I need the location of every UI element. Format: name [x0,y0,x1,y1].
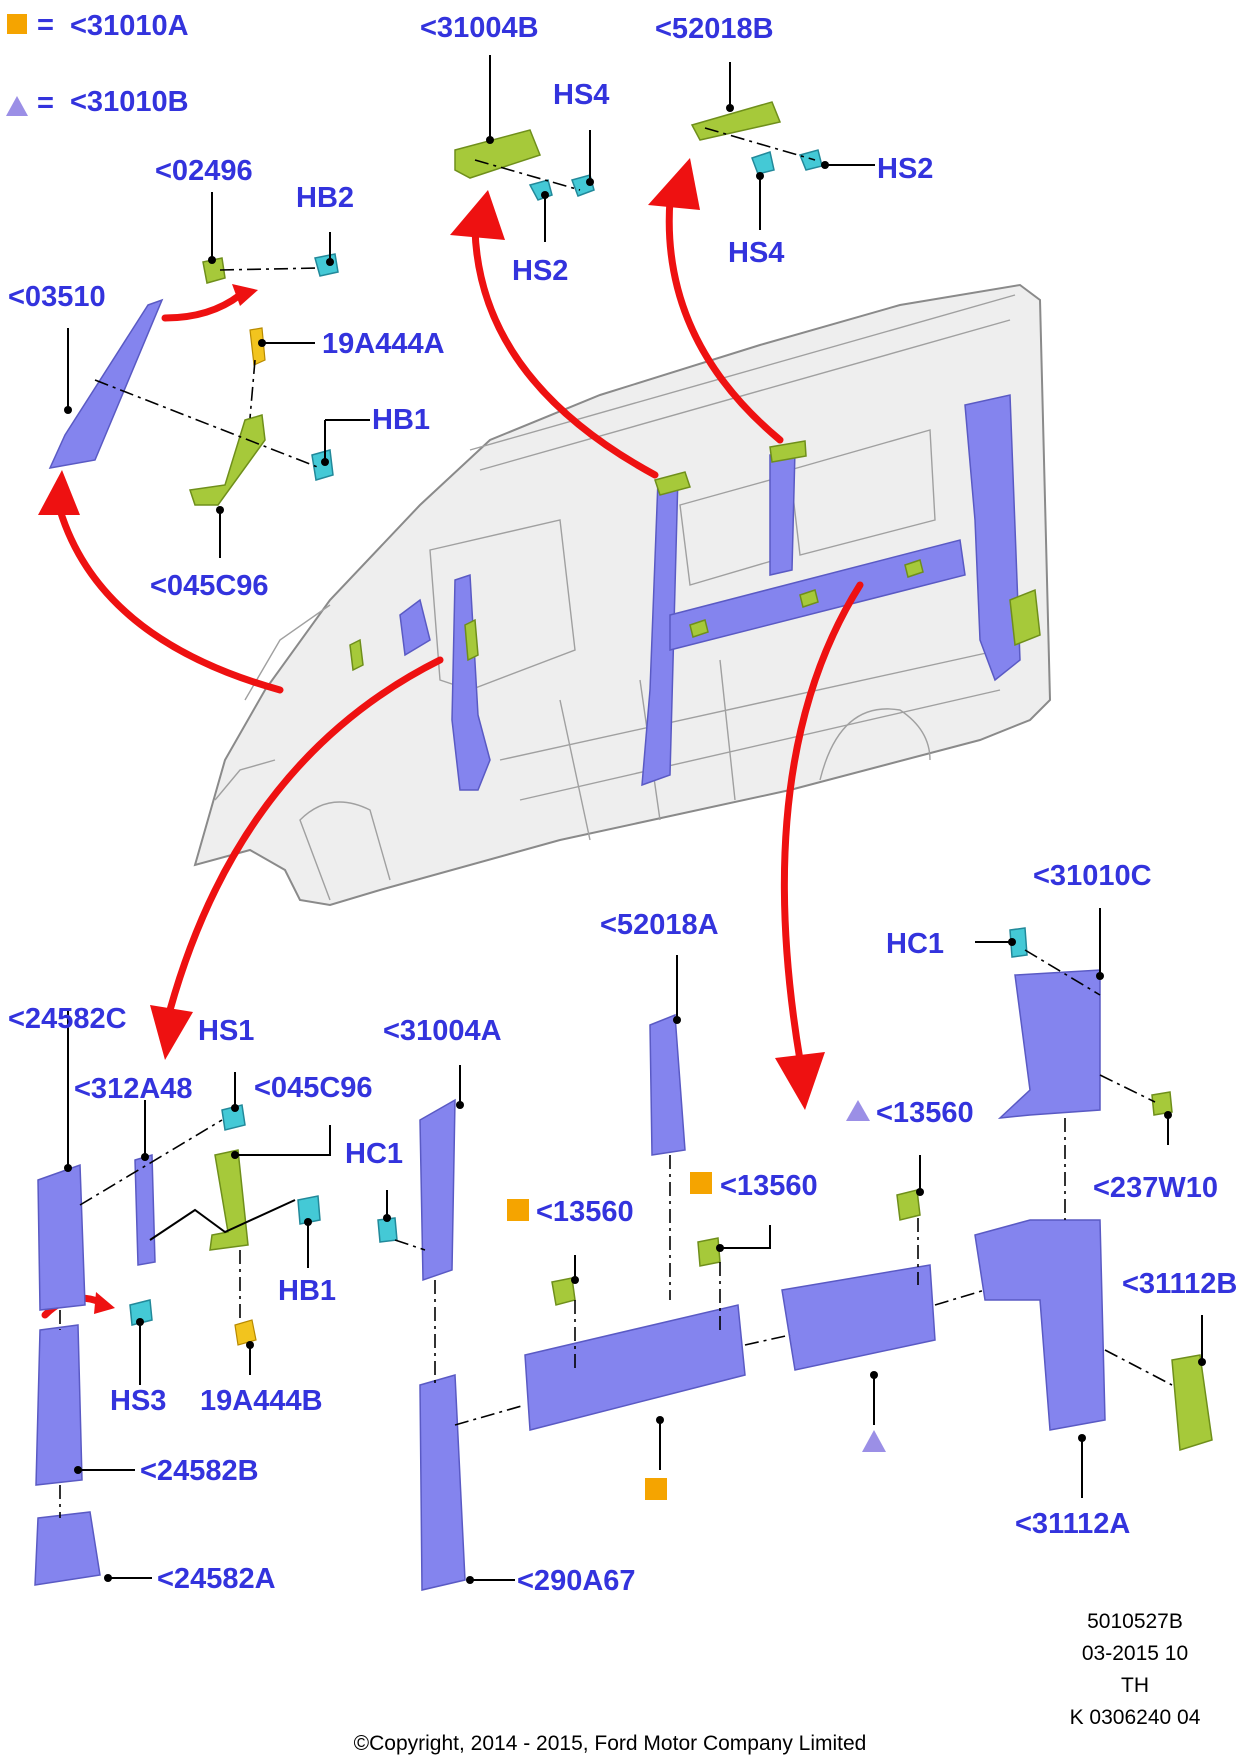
label-HS4-top-right: HS4 [728,237,784,269]
part-rail-left [524,1304,746,1431]
drawing-date: 03-2015 10 [1082,1642,1188,1665]
label-13560-right: <13560 [876,1097,974,1129]
part-045C96-bottom [209,1149,249,1251]
label-312A48: <312A48 [74,1073,193,1105]
marker-square-icon [645,1478,667,1500]
arrow-to-24582C [166,656,444,1014]
label-HS2-top-right: HS2 [877,153,933,185]
label-HB2: HB2 [296,182,354,214]
fastener-hc1a [1009,927,1028,958]
part-31004A [419,1098,456,1282]
arrow-to-52018B [665,196,784,444]
part-312A48 [134,1154,156,1266]
part-13560-mid [697,1237,721,1267]
arrow-to-13560 [780,581,864,1064]
van-body-shell [193,283,1052,907]
legend-triangle-icon [6,96,28,116]
drawing-ref: 5010527B [1087,1610,1183,1633]
arrowhead-icon [648,158,700,210]
part-24582A [34,1511,101,1586]
drawing-code: TH [1121,1674,1149,1697]
fastener-hs3 [129,1299,153,1326]
leader-lines [59,55,1206,1584]
label-HS4-top: HS4 [553,79,609,111]
label-237W10: <237W10 [1093,1172,1218,1204]
legend-equals: = [37,87,54,119]
part-19A444A [249,327,266,366]
fastener-hs2a [528,179,553,201]
part-31112B-cover [1171,1354,1213,1451]
label-02496: <02496 [155,155,253,187]
arrow-small-top [161,291,244,322]
part-52018A [649,1013,686,1156]
part-31010C [997,969,1101,1119]
label-HC1-right: HC1 [886,928,944,960]
part-045C96-top [189,414,266,506]
legend-square-icon [7,14,27,34]
part-52018B [690,101,782,141]
legend-square-label: <31010A [70,10,189,42]
label-19A444B: 19A444B [200,1385,323,1417]
label-19A444A: 19A444A [322,328,445,360]
marker-square-icon [507,1199,529,1221]
copyright: ©Copyright, 2014 - 2015, Ford Motor Comp… [354,1732,867,1755]
part-237W10 [1151,1091,1173,1116]
part-31004B [454,129,541,179]
label-31004B: <31004B [420,12,539,44]
part-rail-right [781,1264,936,1371]
arrowhead-icon [775,1052,825,1110]
legend: = <31010A = <31010B [6,9,189,119]
legend-triangle-label: <31010B [70,86,189,118]
label-13560-left: <13560 [536,1196,634,1228]
label-31112B: <31112B [1122,1268,1237,1300]
part-31112 [974,1219,1106,1431]
label-HB1-top: HB1 [372,404,430,436]
arrowhead-icon [232,284,258,306]
arrowhead-icon [38,470,80,515]
part-labels: <31004B <52018B HS4 HS2 HS2 HS4 <02496 H… [8,12,1237,1597]
label-24582B: <24582B [140,1455,259,1487]
fastener-hs4b [751,151,775,175]
fastener-hb2 [314,253,339,277]
part-13560-right [896,1189,921,1221]
label-HC1-left: HC1 [345,1138,403,1170]
label-03510: <03510 [8,281,106,313]
label-24582C: <24582C [8,1003,127,1035]
label-24582A: <24582A [157,1563,276,1595]
arrow-to-03510 [56,506,284,694]
legend-equals: = [37,9,54,41]
fastener-hs2b [798,149,823,171]
part-19A444B [234,1319,257,1346]
label-HS2-top-left: HS2 [512,255,568,287]
part-24582C [37,1163,86,1311]
label-045C96-top: <045C96 [150,570,269,602]
drawing-k-number: K 0306240 04 [1070,1706,1201,1729]
arrowhead-icon [94,1292,115,1314]
arrowhead-icon [150,1005,193,1060]
part-24582B [35,1324,83,1486]
part-290A67 [419,1374,466,1591]
arrowhead-icon [450,190,505,240]
fastener-hb1b [297,1195,321,1225]
label-HS1: HS1 [198,1015,254,1047]
label-045C96-bottom: <045C96 [254,1072,373,1104]
label-13560-mid: <13560 [720,1170,818,1202]
drawing-info: 5010527B 03-2015 10 TH K 0306240 04 ©Cop… [354,1610,1201,1755]
label-HB1-bottom: HB1 [278,1275,336,1307]
marker-square-icon [690,1172,712,1194]
label-31112A: <31112A [1015,1508,1130,1540]
arrow-to-31004B [471,226,659,479]
part-13560-left [551,1277,576,1306]
label-290A67: <290A67 [517,1565,636,1597]
label-31010C: <31010C [1033,860,1152,892]
marker-triangle-icon [862,1430,886,1452]
label-31004A: <31004A [383,1015,502,1047]
label-HS3: HS3 [110,1385,166,1417]
label-52018B: <52018B [655,13,774,45]
label-52018A: <52018A [600,909,719,941]
marker-triangle-icon [846,1100,870,1121]
